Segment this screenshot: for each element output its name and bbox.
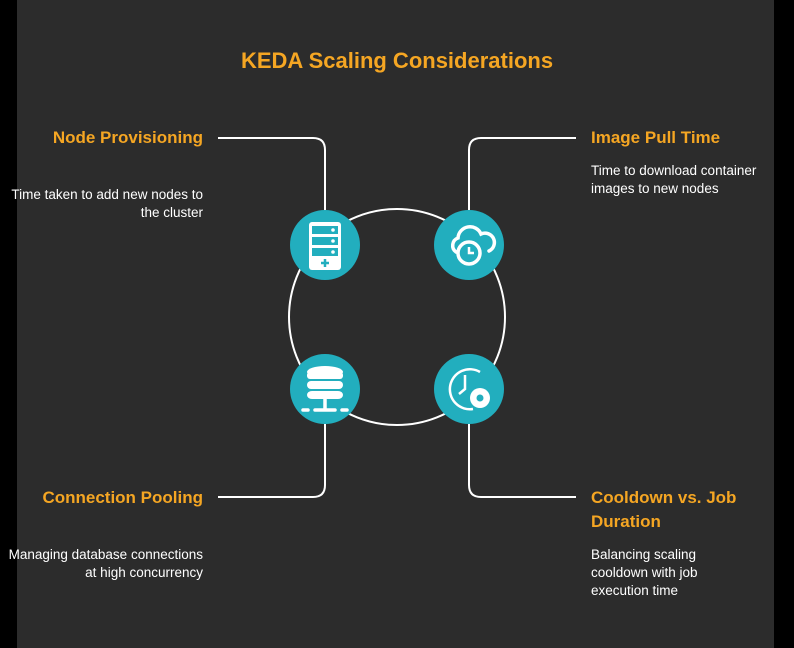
diagram-title: KEDA Scaling Considerations [240, 48, 554, 73]
center-ring [288, 208, 506, 426]
image-pull-description: Time to download container images to new… [591, 163, 757, 196]
connector-node-provisioning [218, 137, 326, 210]
cooldown-description: Balancing scaling cooldown with job exec… [591, 547, 698, 598]
clock-gear-icon [434, 354, 504, 424]
node-provisioning-description: Time taken to add new nodes to the clust… [11, 187, 203, 220]
connector-cooldown [468, 424, 576, 498]
image-pull-heading: Image Pull Time [591, 128, 721, 147]
server-add-icon [290, 210, 360, 280]
connection-pooling-heading: Connection Pooling [42, 488, 203, 507]
database-network-icon [290, 354, 360, 424]
node-provisioning-heading: Node Provisioning [52, 128, 203, 147]
cloud-clock-icon [434, 210, 504, 280]
connection-pooling-description: Managing database connections at high co… [8, 547, 203, 580]
connector-image-pull [468, 137, 576, 210]
connector-connection-pooling [218, 424, 326, 498]
cooldown-heading: Cooldown vs. Job Duration [591, 488, 737, 531]
diagram-canvas [17, 0, 774, 648]
